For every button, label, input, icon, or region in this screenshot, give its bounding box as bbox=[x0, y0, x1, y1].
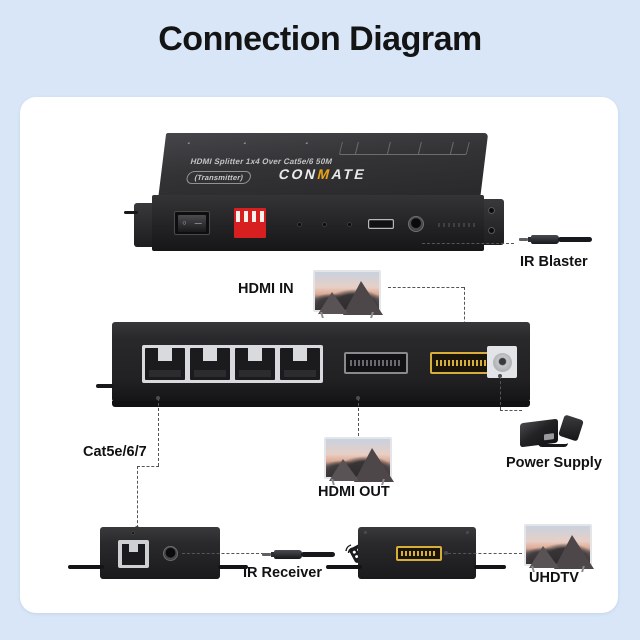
rj45-port bbox=[190, 348, 230, 380]
ir-jack-port bbox=[408, 216, 424, 232]
transmitter-model-label: HDMI Splitter 1x4 Over Cat5e/6 50M bbox=[189, 157, 334, 166]
transmitter-role-label: (Transmitter) bbox=[185, 171, 253, 184]
dip-switch[interactable] bbox=[234, 208, 266, 238]
ir-blaster-label: IR Blaster bbox=[520, 254, 588, 270]
connector-hdmi-in-a bbox=[388, 287, 464, 288]
led-indicator bbox=[347, 222, 352, 227]
hdmi-in-label: HDMI IN bbox=[238, 281, 294, 297]
connector-power-a bbox=[500, 376, 501, 410]
hdmi-port-black bbox=[344, 352, 408, 374]
tv-screen bbox=[313, 270, 383, 315]
splitter-main-unit bbox=[96, 322, 530, 407]
rj45-port bbox=[280, 348, 320, 380]
television-icon bbox=[313, 270, 383, 318]
splitter-cable-stub bbox=[96, 384, 114, 388]
ir-receiver-icon bbox=[262, 549, 338, 561]
power-supply-label: Power Supply bbox=[506, 455, 602, 471]
rj45-port-group bbox=[142, 345, 323, 383]
transmitter-top-tick: ▲ bbox=[304, 140, 310, 145]
ac-adapter-icon bbox=[520, 414, 584, 451]
television-icon bbox=[524, 524, 594, 572]
connector-hdmi-in-b bbox=[464, 287, 465, 354]
rj45-port bbox=[235, 348, 275, 380]
page-title: Connection Diagram bbox=[158, 20, 482, 58]
adapter-wire bbox=[538, 443, 568, 447]
brand-logo: CONMATE bbox=[277, 166, 369, 182]
receiver-right-cable-stub bbox=[474, 565, 506, 569]
splitter-base bbox=[112, 401, 530, 407]
brand-accent-letter: M bbox=[315, 166, 334, 182]
connector-hdmi-out bbox=[358, 398, 359, 436]
receiver-left-cable-stub bbox=[218, 565, 248, 569]
led-indicator bbox=[297, 222, 302, 227]
transmitter-top-panel: ▲ ▲ ▲ HDMI Splitter 1x4 Over Cat5e/6 50M… bbox=[157, 133, 489, 201]
rj45-port bbox=[118, 540, 149, 568]
transmitter-front-panel: ○— bbox=[152, 195, 484, 251]
transmitter-unit: ▲ ▲ ▲ HDMI Splitter 1x4 Over Cat5e/6 50M… bbox=[124, 133, 504, 266]
ir-jack-port bbox=[163, 546, 178, 561]
connector-cat-a bbox=[158, 398, 159, 466]
rocker-key[interactable]: ○— bbox=[178, 214, 206, 232]
transmitter-cable-stub bbox=[124, 211, 138, 214]
connector-ir-blaster bbox=[422, 243, 514, 244]
receiver-left-cable-stub bbox=[68, 565, 104, 569]
ir-blaster-icon bbox=[519, 234, 595, 246]
hdmi-port-gold bbox=[430, 352, 494, 374]
hdmi-out-label: HDMI OUT bbox=[318, 484, 390, 500]
transmitter-top-tick: ▲ bbox=[186, 140, 192, 145]
cat-cable-label: Cat5e/6/7 bbox=[83, 444, 147, 460]
dc-power-jack bbox=[487, 346, 517, 378]
connector-uhdtv bbox=[448, 553, 522, 554]
receiver-right-cable-stub bbox=[326, 565, 362, 569]
rj45-port bbox=[145, 348, 185, 380]
connector-dot bbox=[444, 551, 448, 555]
connector-cat-b bbox=[137, 466, 159, 467]
micro-usb-port bbox=[368, 219, 394, 229]
power-rocker-switch[interactable]: ○— bbox=[174, 211, 210, 235]
television-icon bbox=[324, 437, 394, 485]
hdmi-port-gold bbox=[396, 546, 442, 561]
led-indicator bbox=[322, 222, 327, 227]
connector-cat-c bbox=[137, 466, 138, 528]
tv-screen bbox=[524, 524, 594, 569]
transmitter-top-port-outline bbox=[338, 142, 470, 155]
transmitter-top-tick: ▲ bbox=[242, 140, 248, 145]
uhdtv-label: UHDTV bbox=[529, 570, 579, 586]
led-indicator bbox=[131, 531, 135, 535]
connector-power-b bbox=[500, 410, 522, 411]
ir-receiver-label: IR Receiver bbox=[243, 565, 322, 581]
connector-ir-receiver bbox=[182, 553, 264, 554]
tv-screen bbox=[324, 437, 394, 482]
adapter-plug bbox=[558, 414, 584, 442]
tv-stand bbox=[313, 312, 381, 318]
vent-grille bbox=[438, 223, 478, 227]
